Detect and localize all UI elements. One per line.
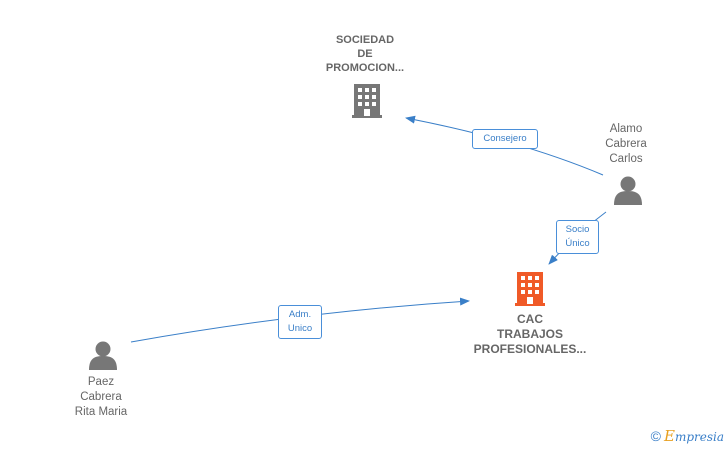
node-label-line: Rita Maria bbox=[74, 406, 128, 418]
node-label-line: TRABAJOS bbox=[496, 327, 563, 341]
node-label-sociedad[interactable]: SOCIEDAD DE PROMOCION... bbox=[300, 33, 430, 75]
node-label-alamo[interactable]: Alamo Cabrera Carlos bbox=[586, 122, 666, 167]
node-label-paez[interactable]: Paez Cabrera Rita Maria bbox=[56, 375, 146, 420]
node-label-line: SOCIEDAD bbox=[335, 34, 395, 46]
node-label-line: Alamo bbox=[609, 123, 643, 135]
node-label-line: Cabrera bbox=[80, 391, 122, 403]
brand-name: mpresia bbox=[674, 430, 724, 444]
building-icon[interactable] bbox=[515, 272, 545, 306]
edge-label-line: Único bbox=[565, 238, 590, 249]
node-label-line: PROMOCION... bbox=[325, 62, 405, 74]
brand-logo: Empresia bbox=[664, 427, 724, 445]
edge-label-socio-unico[interactable]: Socio Único bbox=[556, 220, 599, 254]
edge-label-line: Consejero bbox=[483, 133, 527, 144]
building-icon[interactable] bbox=[352, 84, 382, 118]
copyright-symbol: © bbox=[650, 428, 661, 444]
node-label-cac[interactable]: CAC TRABAJOS PROFESIONALES... bbox=[455, 312, 605, 357]
node-label-line: Cabrera bbox=[605, 138, 647, 150]
brand-initial: E bbox=[663, 427, 675, 445]
node-label-line: CAC bbox=[517, 312, 543, 326]
edge-label-line: Adm. bbox=[288, 309, 312, 320]
edge-label-line: Unico bbox=[287, 323, 313, 334]
edge-label-adm-unico[interactable]: Adm. Unico bbox=[278, 305, 322, 339]
edge-label-consejero[interactable]: Consejero bbox=[472, 129, 538, 149]
node-label-line: PROFESIONALES... bbox=[473, 342, 587, 356]
brand-watermark: © Empresia bbox=[651, 427, 724, 445]
node-label-line: DE bbox=[357, 48, 373, 60]
person-icon[interactable] bbox=[89, 341, 117, 371]
node-label-line: Paez bbox=[87, 376, 115, 388]
edge-label-line: Socio bbox=[565, 224, 590, 235]
node-label-line: Carlos bbox=[609, 153, 643, 165]
person-icon[interactable] bbox=[614, 176, 642, 206]
